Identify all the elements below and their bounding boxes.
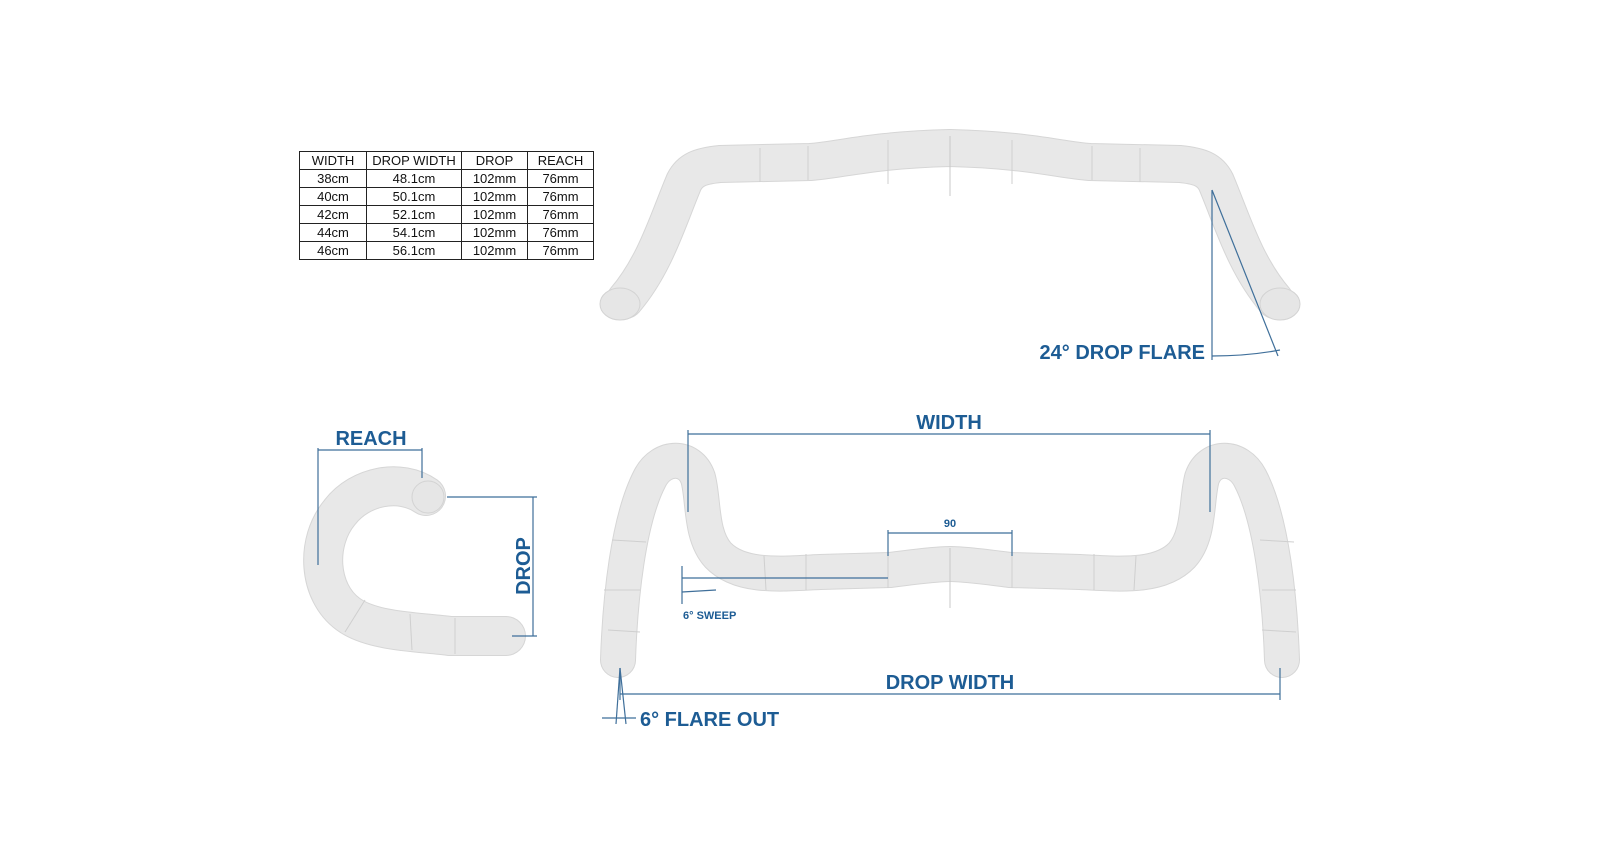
table-cell: 76mm [527,223,594,242]
side-view-handlebar [303,466,526,656]
reach-dimension: REACH [317,428,423,565]
clamp-width-dimension: 90 [887,518,1013,556]
drop-label: DROP [513,537,535,595]
sweep-dimension: 6° SWEEP [681,566,888,622]
flare-out-dimension: 6° FLARE OUT [602,667,779,731]
table-cell: 42cm [299,205,367,224]
table-cell: 76mm [527,241,594,260]
drop-flare-dimension: 24° DROP FLARE [1040,189,1281,364]
table-cell: 50.1cm [366,187,462,206]
table-cell: 44cm [299,223,367,242]
drop-flare-label: 24° DROP FLARE [1040,342,1205,364]
table-row: 46cm 56.1cm 102mm 76mm [299,241,594,260]
table-row: 40cm 50.1cm 102mm 76mm [299,187,594,206]
top-view-handlebar [599,128,1301,321]
clamp-width-label: 90 [944,518,956,530]
table-cell: 54.1cm [366,223,462,242]
flare-out-label: 6° FLARE OUT [640,709,779,731]
reach-label: REACH [335,428,406,450]
drop-width-label: DROP WIDTH [886,672,1015,694]
table-cell: 56.1cm [366,241,462,260]
table-row: 42cm 52.1cm 102mm 76mm [299,205,594,224]
table-row: 44cm 54.1cm 102mm 76mm [299,223,594,242]
drop-dimension: DROP [447,496,537,637]
width-dimension: WIDTH [687,412,1211,512]
table-cell: 76mm [527,205,594,224]
table-cell: 46cm [299,241,367,260]
width-label: WIDTH [916,412,982,434]
sweep-label: 6° SWEEP [683,610,736,622]
drop-width-dimension: DROP WIDTH [619,668,1281,700]
table-cell: 38cm [299,169,367,188]
size-table: WIDTH DROP WIDTH DROP REACH 38cm 48.1cm … [299,151,594,260]
front-view-handlebar [600,442,1300,678]
table-header-row: WIDTH DROP WIDTH DROP REACH [299,151,594,170]
table-cell: 52.1cm [366,205,462,224]
